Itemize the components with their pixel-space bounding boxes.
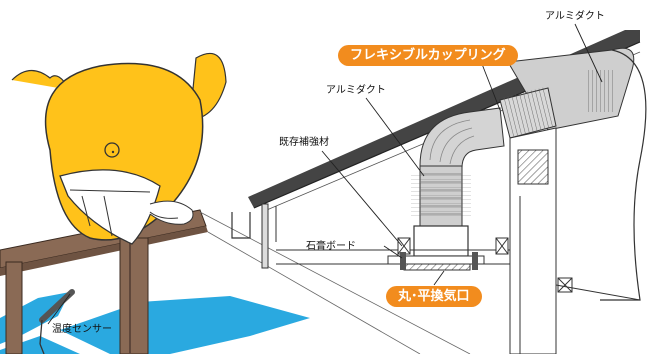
wall-right xyxy=(509,127,641,354)
guide-lines xyxy=(199,211,471,354)
temperature-sensor-probe xyxy=(39,289,75,354)
label-round-flat-vent: 丸･平換気口 xyxy=(386,286,482,307)
label-existing-reinforcement: 既存補強材 xyxy=(279,137,329,148)
duct-center xyxy=(411,107,505,257)
mascot-chick xyxy=(11,52,227,245)
label-temperature-sensor: 温度センサー xyxy=(52,324,112,335)
flex-coupling xyxy=(499,87,557,139)
label-flex-coupling: フレキシブルカップリング xyxy=(338,45,518,66)
label-gypsum-board: 石膏ボード xyxy=(306,241,356,252)
leader-lines xyxy=(47,23,603,325)
ceiling-board xyxy=(276,237,512,271)
water-shapes xyxy=(0,292,310,354)
label-aluminum-duct-right: アルミダクト xyxy=(545,11,605,22)
label-aluminum-duct-center: アルミダクト xyxy=(326,85,386,96)
